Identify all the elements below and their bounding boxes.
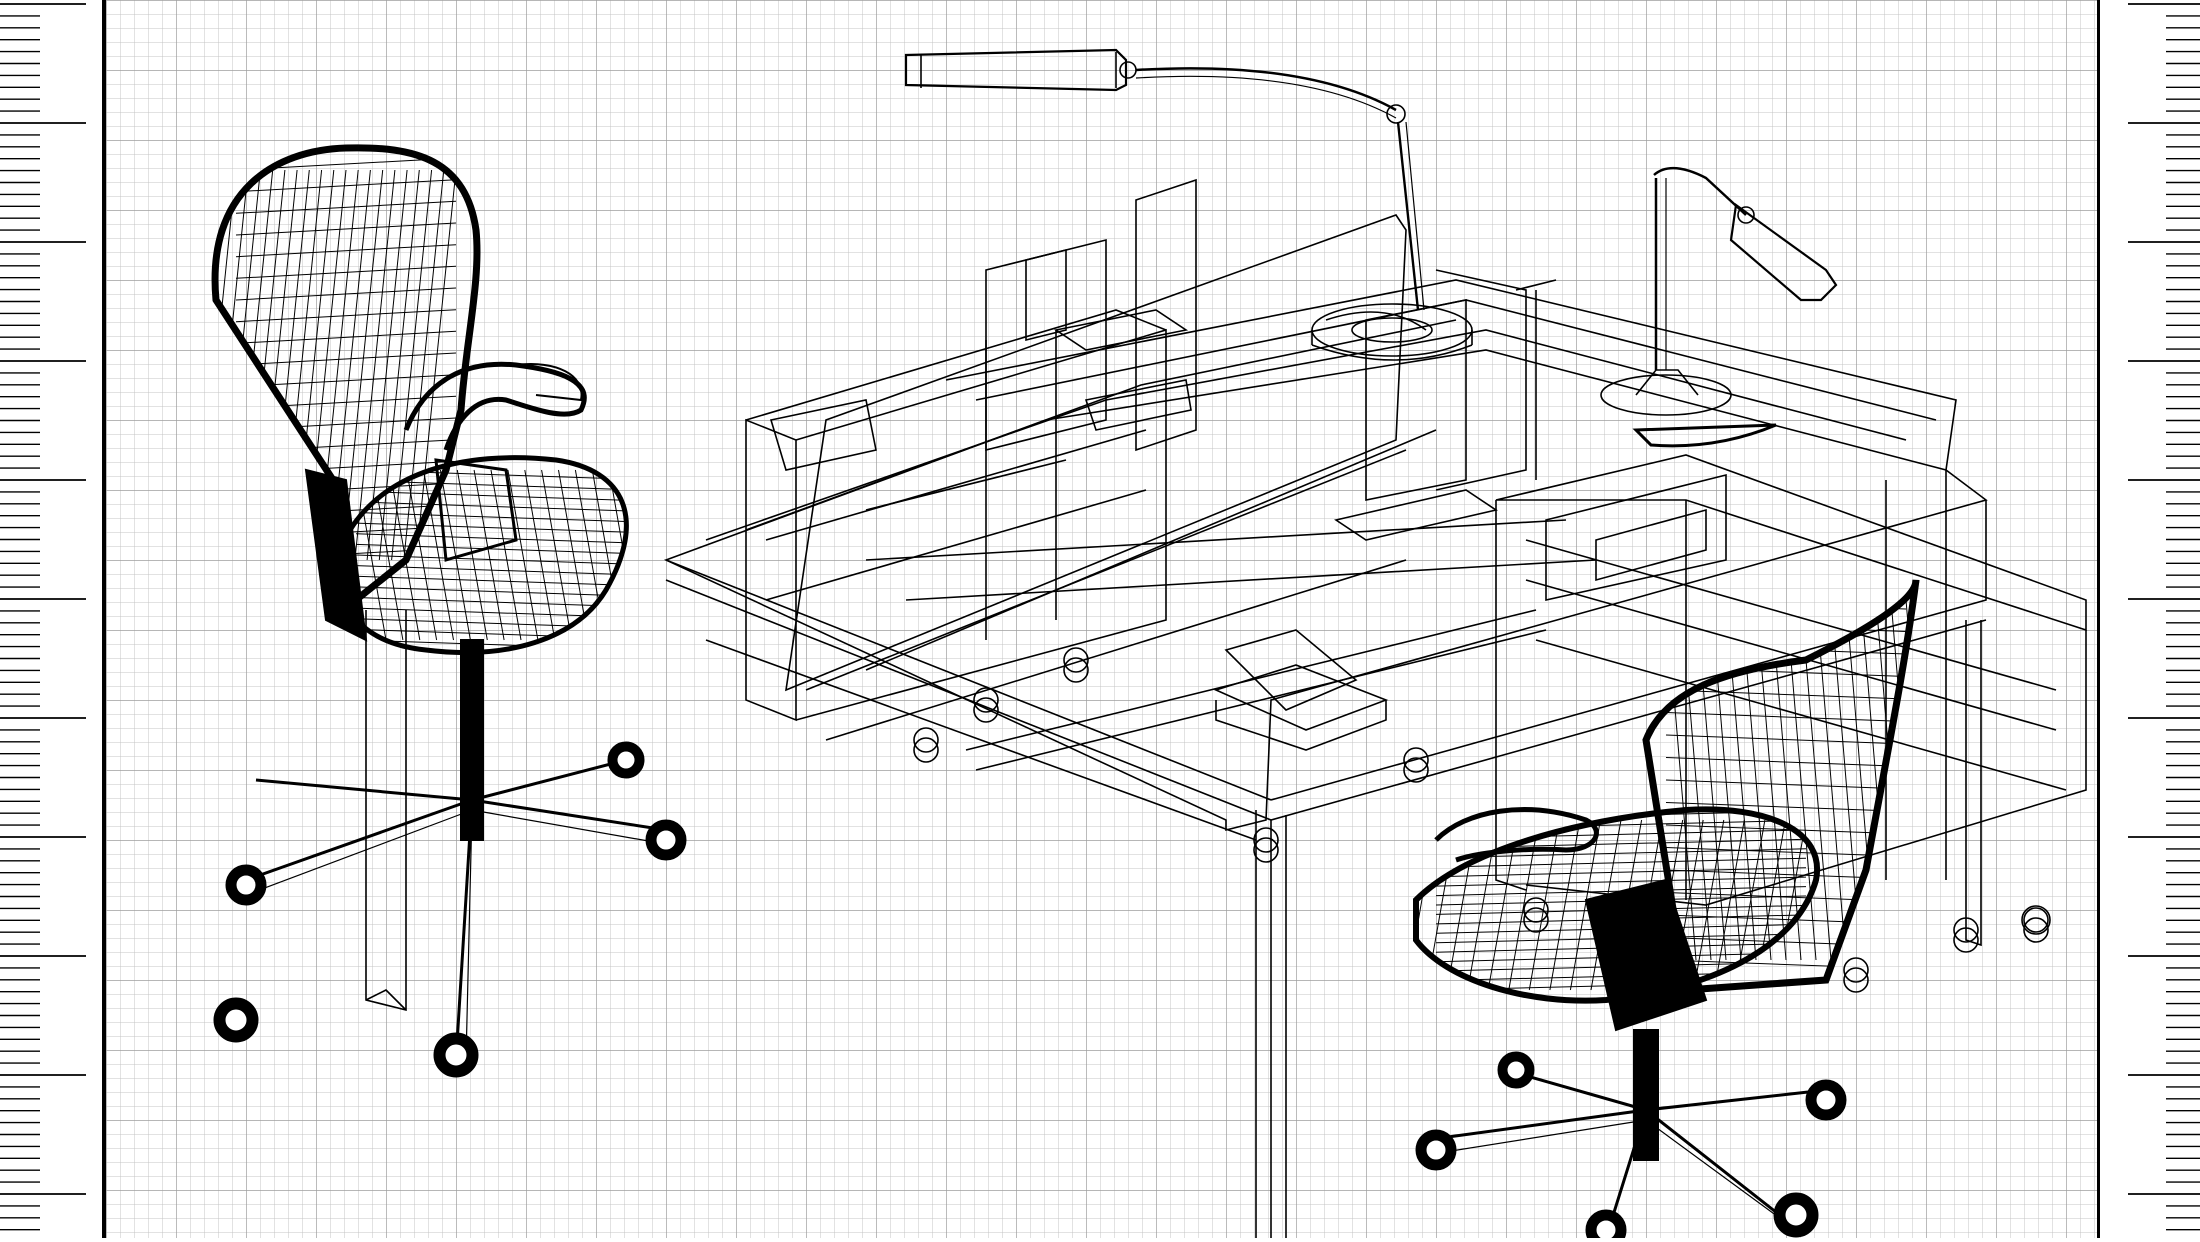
wireframe-drawing [106,0,2097,1242]
mesh-line [1800,599,1832,961]
mesh-line [355,501,627,512]
mesh-line [1815,599,1847,961]
mesh-line [403,169,445,561]
mesh-line [235,200,457,214]
mesh-line [235,374,457,388]
mesh-line [355,522,627,533]
desk-lamp-right [1600,167,1838,448]
desk-lamp-left [904,48,1473,361]
mesh-line [1665,802,1907,812]
mesh-line [391,169,433,561]
mesh-line [355,512,627,522]
mesh-line [1665,824,1907,835]
mesh-line [1713,819,1745,991]
mesh-line [1734,819,1766,991]
left-ruler-ticks [0,3,86,1231]
mesh-line [389,469,421,641]
mesh-line [235,179,457,193]
mesh-line [473,469,505,641]
office-chair-right [1413,579,1920,1242]
left-frame-border [102,0,106,1238]
mesh-line [355,490,627,501]
mesh-line [1665,712,1907,722]
mesh-line [355,533,627,544]
mesh-line [415,169,457,561]
mesh-line [406,469,438,641]
mesh-line [366,169,408,561]
drawing-area [106,0,2097,1242]
mesh-line [355,607,627,618]
mesh-line [1435,848,1807,859]
mesh-line [235,222,457,236]
mesh-line [342,169,384,561]
mesh-line [1665,689,1907,700]
mesh-line [1665,734,1907,745]
right-ruler [2100,0,2200,1238]
mesh-line [490,469,522,641]
mesh-line [1435,867,1807,878]
mesh-line [355,597,627,607]
mesh-line [1665,757,1907,767]
mesh-line [355,565,627,576]
mesh-line [354,169,396,561]
right-ruler-ticks [2128,3,2200,1231]
mesh-line [456,469,488,641]
mesh-line [558,469,589,641]
mesh-line [1569,819,1601,991]
mesh-line [355,586,627,597]
right-frame-border [2097,0,2101,1238]
double-desk [365,178,2087,1238]
mesh-line [235,157,457,171]
grid-background [106,0,2097,1238]
mesh-line [1665,779,1907,790]
mesh-line [235,352,457,366]
mesh-line [355,554,627,565]
mesh-line [541,469,573,641]
mesh-line [507,469,539,641]
mesh-line [235,244,457,258]
mesh-line [355,575,627,586]
mesh-line [524,469,556,641]
mesh-line [1665,847,1907,857]
mesh-line [355,543,627,554]
mesh-line [1435,876,1807,887]
left-ruler [0,0,104,1238]
mesh-line [235,330,457,344]
mesh-line [1435,857,1807,868]
mesh-line [1693,819,1725,991]
mesh-line [235,265,457,279]
mesh-line [235,309,457,323]
mesh-line [372,469,404,641]
